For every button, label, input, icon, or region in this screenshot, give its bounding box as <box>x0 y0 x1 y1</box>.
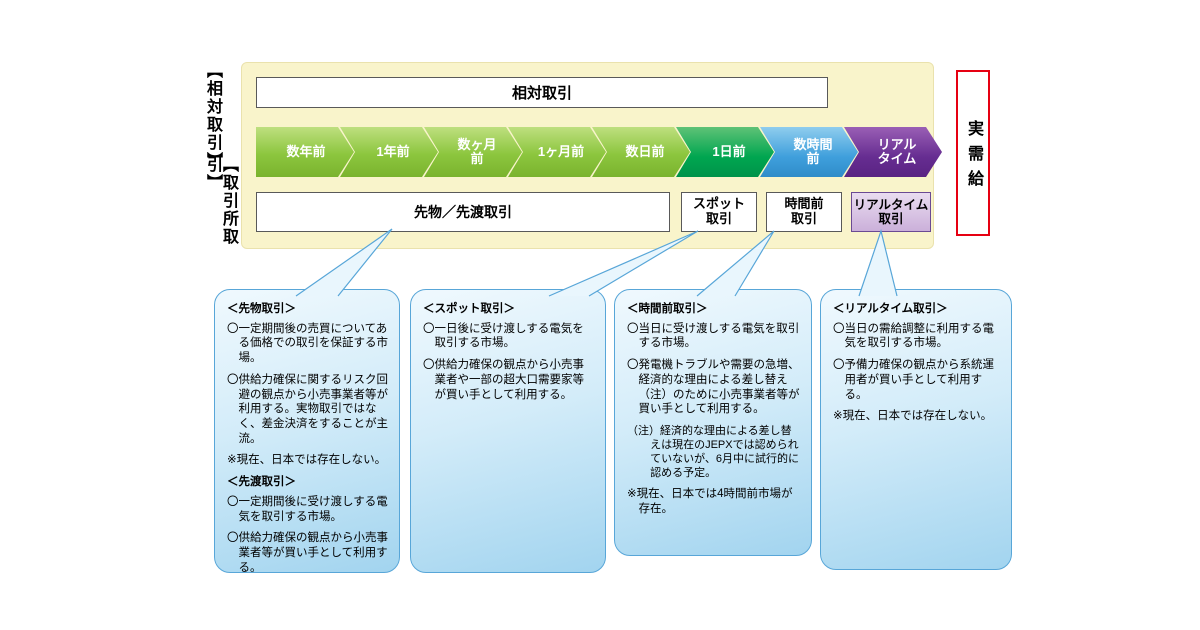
callout-heading: ＜リアルタイム取引＞ <box>833 303 948 315</box>
timeline-arrow-days-ahead: 数日前 <box>592 127 690 177</box>
callout-hour-ahead-trading: ＜時間前取引＞ 〇当日に受け渡しする電気を取引する市場。〇発電機トラブルや需要の急… <box>614 289 812 556</box>
hour-ahead-market-box: 時間前 取引 <box>766 192 842 232</box>
callout-note: ※現在、日本では存在しない。 <box>227 454 387 467</box>
callout-bullet: 〇一日後に受け渡しする電気を取引する市場。 <box>423 322 584 350</box>
callout-bullet: 〇当日に受け渡しする電気を取引する市場。 <box>627 322 800 350</box>
callout-bullet: 〇当日の需給調整に利用する電気を取引する市場。 <box>833 322 994 350</box>
callout-heading: ＜時間前取引＞ <box>627 303 708 315</box>
callout-bullet: 〇一定期間後に受け渡しする電気を取引する市場。 <box>227 495 388 523</box>
timeline-arrow-row: 数年前 1年前 数ヶ月 前 1ヶ月前 数日前 1日前 数時間 前 リアル タイム <box>256 127 942 177</box>
callout-bullet: 〇供給力確保の観点から小売事業者や一部の超大口需要家等が買い手として利用する。 <box>423 359 584 401</box>
bilateral-trading-bar: 相対取引 <box>256 77 828 108</box>
callout-heading: ＜スポット取引＞ <box>423 303 515 315</box>
callout-spot-trading: ＜スポット取引＞ 〇一日後に受け渡しする電気を取引する市場。〇供給力確保の観点から… <box>410 289 606 573</box>
label-exchange-trading: 【取引所取引】 <box>204 156 237 246</box>
callout-note: ※現在、日本では4時間前市場が存在。 <box>627 488 793 516</box>
callout-bullet: 〇予備力確保の観点から系統運用者が買い手として利用する。 <box>833 359 994 401</box>
callout-annot: （注）経済的な理由による差し替えは現在のJEPXでは認められていないが、6月中に… <box>627 425 799 480</box>
timeline-arrow-1-year-ahead: 1年前 <box>340 127 438 177</box>
callout-body: ＜時間前取引＞ 〇当日に受け渡しする電気を取引する市場。〇発電機トラブルや需要の急… <box>627 302 801 517</box>
timeline-arrow-months-ahead: 数ヶ月 前 <box>424 127 522 177</box>
timeline-arrow-hours-ahead: 数時間 前 <box>760 127 858 177</box>
callout-body: ＜先物取引＞〇一定期間後の売買についてある価格での取引を保証する市場。〇供給力確… <box>227 302 389 573</box>
timeline-arrow-1-day-ahead: 1日前 <box>676 127 774 177</box>
spot-market-box: スポット 取引 <box>681 192 757 232</box>
callout-body: ＜リアルタイム取引＞ 〇当日の需給調整に利用する電気を取引する市場。〇予備力確保の… <box>833 302 1001 424</box>
callout-bullet: 〇供給力確保の観点から小売事業者等が買い手として利用する。 <box>227 532 388 573</box>
callout-heading: ＜先物取引＞ <box>227 303 296 315</box>
label-bilateral-trading: 【相対取引】 <box>204 62 221 170</box>
futures-forward-market-box: 先物／先渡取引 <box>256 192 670 232</box>
callout-bullet: 〇発電機トラブルや需要の急増、経済的な理由による差し替え（注）のために小売事業者… <box>627 359 800 416</box>
callout-bullet: 〇一定期間後の売買についてある価格での取引を保証する市場。 <box>227 322 388 365</box>
callout-futures-forward-trading: ＜先物取引＞〇一定期間後の売買についてある価格での取引を保証する市場。〇供給力確… <box>214 289 400 573</box>
timeline-arrow-1-month-ahead: 1ヶ月前 <box>508 127 606 177</box>
timeline-arrow-realtime: リアル タイム <box>844 127 942 177</box>
timeline-arrow-years-ahead: 数年前 <box>256 127 354 177</box>
actual-supply-demand-box: 実需給 <box>956 70 990 236</box>
callout-note: ※現在、日本では存在しない。 <box>833 410 993 423</box>
callout-realtime-trading: ＜リアルタイム取引＞ 〇当日の需給調整に利用する電気を取引する市場。〇予備力確保の… <box>820 289 1012 570</box>
realtime-market-box: リアルタイム 取引 <box>851 192 931 232</box>
callout-heading: ＜先渡取引＞ <box>227 476 296 489</box>
callout-body: ＜スポット取引＞ 〇一日後に受け渡しする電気を取引する市場。〇供給力確保の観点から… <box>423 302 595 402</box>
callout-bullet: 〇供給力確保に関するリスク回避の観点から小売事業者等が利用する。実物取引ではなく… <box>227 373 388 445</box>
